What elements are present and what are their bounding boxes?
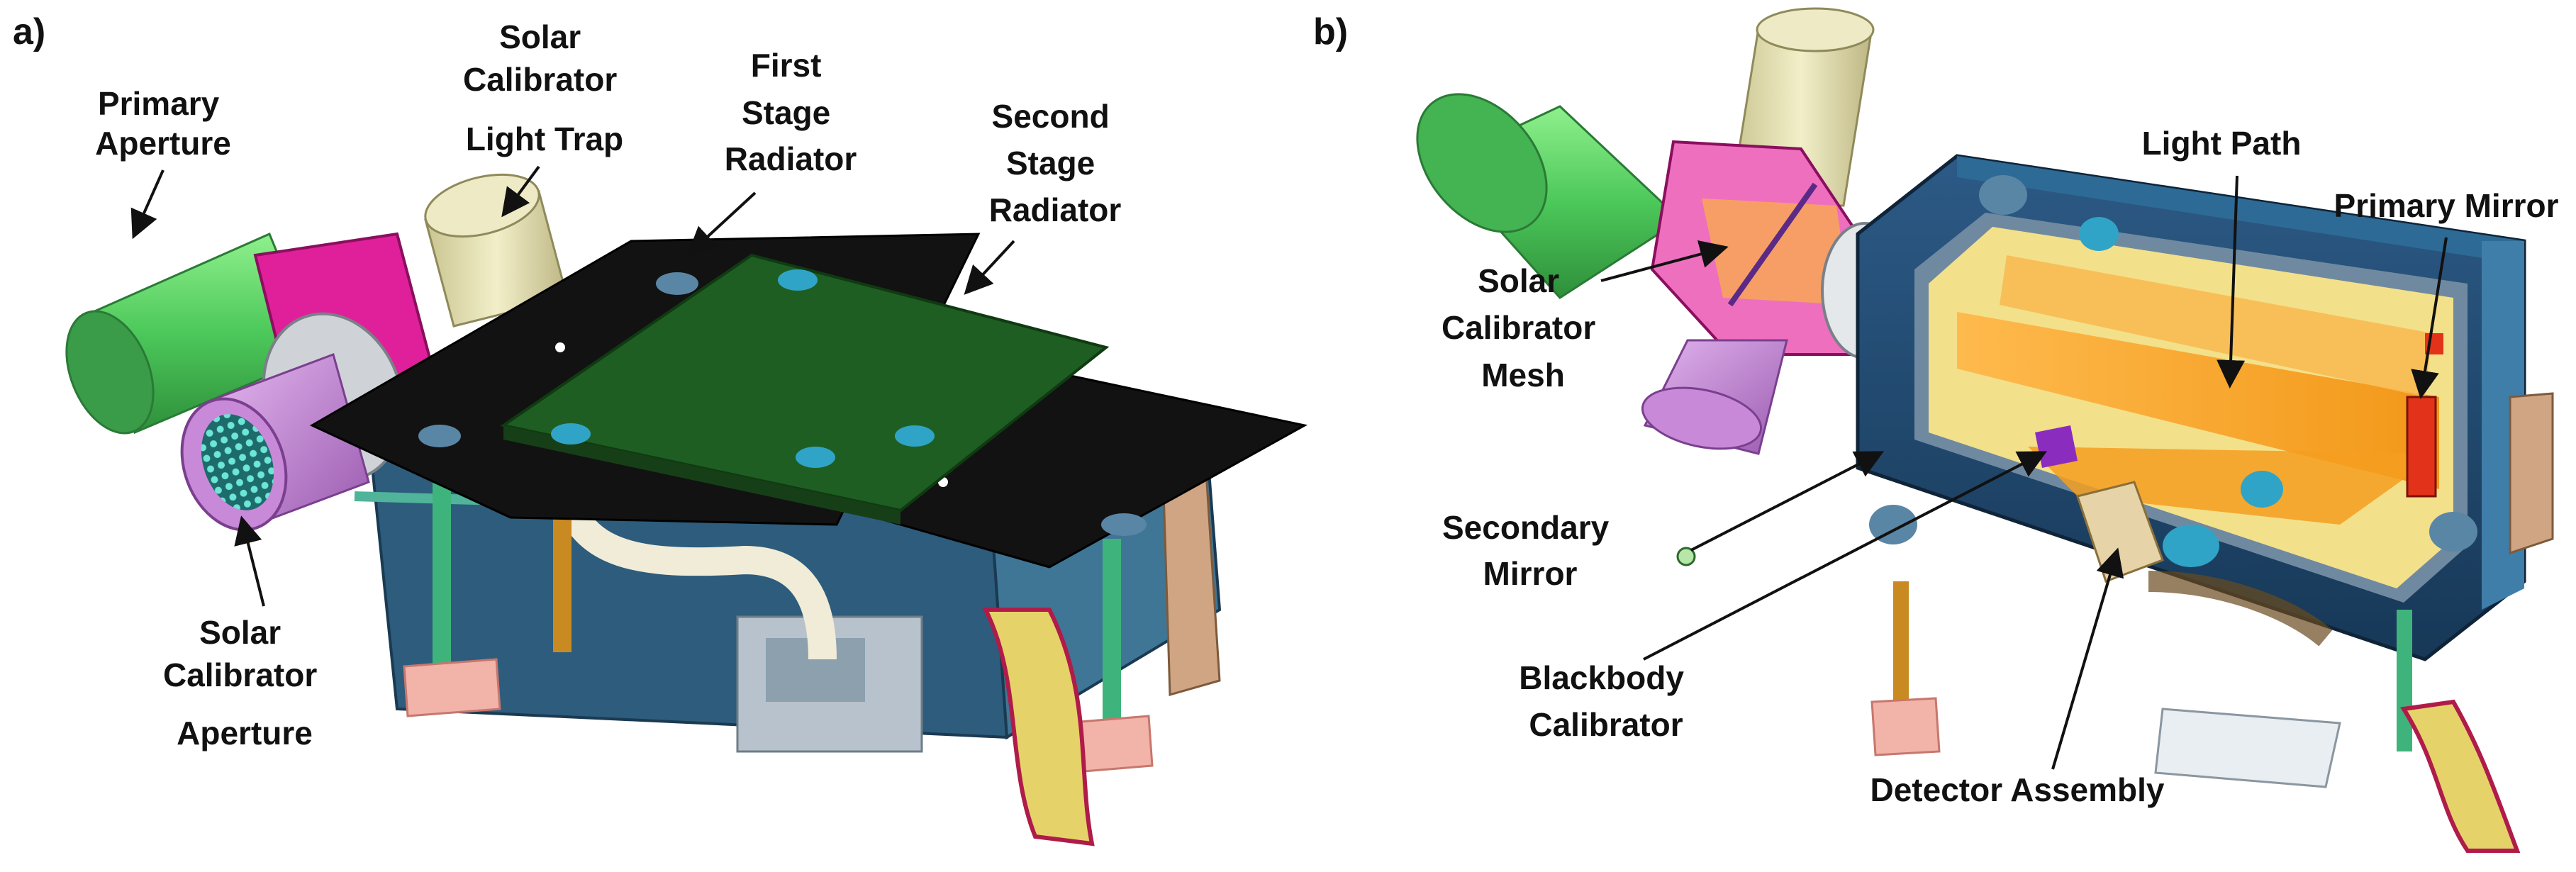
callout-light-trap: Solar Calibrator Light Trap (463, 18, 626, 218)
callout-line: Radiator (989, 191, 1122, 228)
primary-aperture-b (1416, 93, 1683, 299)
svg-text:Secondary Mirror: Secondary Mirror (1442, 509, 1618, 592)
callout-line: Calibrator (163, 656, 317, 693)
callout-secondary-mirror: Secondary Mirror (1442, 451, 1885, 592)
callout-line: Calibrator (1442, 309, 1595, 346)
callout-solar-cal-mesh: Solar Calibrator Mesh (1442, 240, 1729, 393)
callout-line: Stage (1006, 145, 1095, 181)
panel-a-label: a) (13, 11, 45, 52)
leader-arrow (2051, 547, 2124, 770)
callout-line: Calibrator (1529, 706, 1683, 743)
callout-line: Solar (199, 614, 281, 651)
callout-line: Solar (499, 18, 581, 55)
light-path-beam (1957, 312, 2439, 489)
callout-line: Light Trap (466, 121, 623, 157)
callout-first-stage: First Stage Radiator (687, 47, 857, 256)
svg-text:Solar Calibrator: Solar Calibrator Mesh (1442, 262, 1605, 393)
leader-arrow (130, 169, 165, 240)
callout-light-path: Light Path (2142, 125, 2302, 389)
svg-text:Second Stage R: Second Stage Radiator (989, 98, 1122, 228)
primary-aperture-a (65, 233, 320, 435)
panel-b: b) (1313, 7, 2559, 853)
svg-text:Primary Mirror: Primary Mirror (2334, 187, 2558, 224)
callout-line: Primary Mirror (2334, 187, 2558, 224)
instrument-housing-b (1856, 154, 2554, 853)
solar-calibrator-aperture-a (180, 353, 370, 532)
callout-detector: Detector Assembly (1870, 547, 2165, 808)
leader-arrow (1643, 451, 2048, 661)
callout-line: Mirror (1483, 555, 1578, 592)
secondary-mirror-b (2035, 425, 2078, 468)
callout-line: Solar (1478, 262, 1559, 299)
callout-primary-mirror: Primary Mirror (2334, 187, 2559, 399)
callout-line: Mesh (1481, 357, 1565, 393)
secondary-mirror-marker (1676, 547, 1696, 566)
callout-solar-cal-aperture: Solar Calibrator Aperture (163, 515, 326, 751)
leader-arrow (964, 240, 1015, 295)
svg-text:Solar Calibrator: Solar Calibrator Light Trap (463, 18, 626, 157)
leader-arrow (1600, 240, 1729, 282)
callout-line: Aperture (177, 715, 313, 751)
callout-line: Blackbody (1519, 659, 1684, 696)
callout-blackbody: Blackbody Calibrator (1519, 451, 2048, 743)
callout-primary-aperture: Primary Aperture (95, 85, 231, 240)
leader-arrow (2217, 175, 2246, 389)
leader-arrow (1690, 451, 1885, 552)
panel-a: a) (13, 11, 1308, 846)
svg-text:Solar Calibrator: Solar Calibrator Aperture (163, 614, 326, 751)
leader-arrow (234, 515, 265, 607)
svg-text:Blackbody Calibrator: Blackbody Calibrator (1519, 659, 1693, 743)
callout-line: Light Path (2142, 125, 2302, 162)
callout-line: Second (992, 98, 1110, 135)
solar-calibrator-mesh-b (1727, 182, 1818, 307)
panel-b-label: b) (1313, 11, 1348, 52)
svg-text:First Stage Ra: First Stage Radiator (725, 47, 857, 177)
svg-text:Primary Aperture: Primary Aperture (95, 85, 231, 162)
svg-text:Detector Assembly: Detector Assembly (1870, 771, 2164, 808)
callout-line: Aperture (95, 125, 231, 162)
callout-line: Detector Assembly (1870, 771, 2164, 808)
primary-mirror-b (2406, 396, 2437, 498)
leader-arrow (501, 165, 540, 218)
callout-line: Secondary (1442, 509, 1610, 546)
callout-second-stage: Second Stage Radiator (964, 98, 1122, 295)
second-stage-radiator-a (500, 253, 1110, 525)
leader-arrow (687, 191, 757, 256)
callout-line: Stage (742, 94, 830, 131)
solar-calibrator-aperture-b (1641, 339, 1788, 455)
svg-text:Light Path: Light Path (2142, 125, 2302, 162)
callout-line: Radiator (725, 140, 857, 177)
callout-line: First (751, 47, 822, 84)
callout-line: Calibrator (463, 61, 617, 98)
callout-line: Primary (98, 85, 220, 122)
leader-arrow (2411, 237, 2448, 399)
